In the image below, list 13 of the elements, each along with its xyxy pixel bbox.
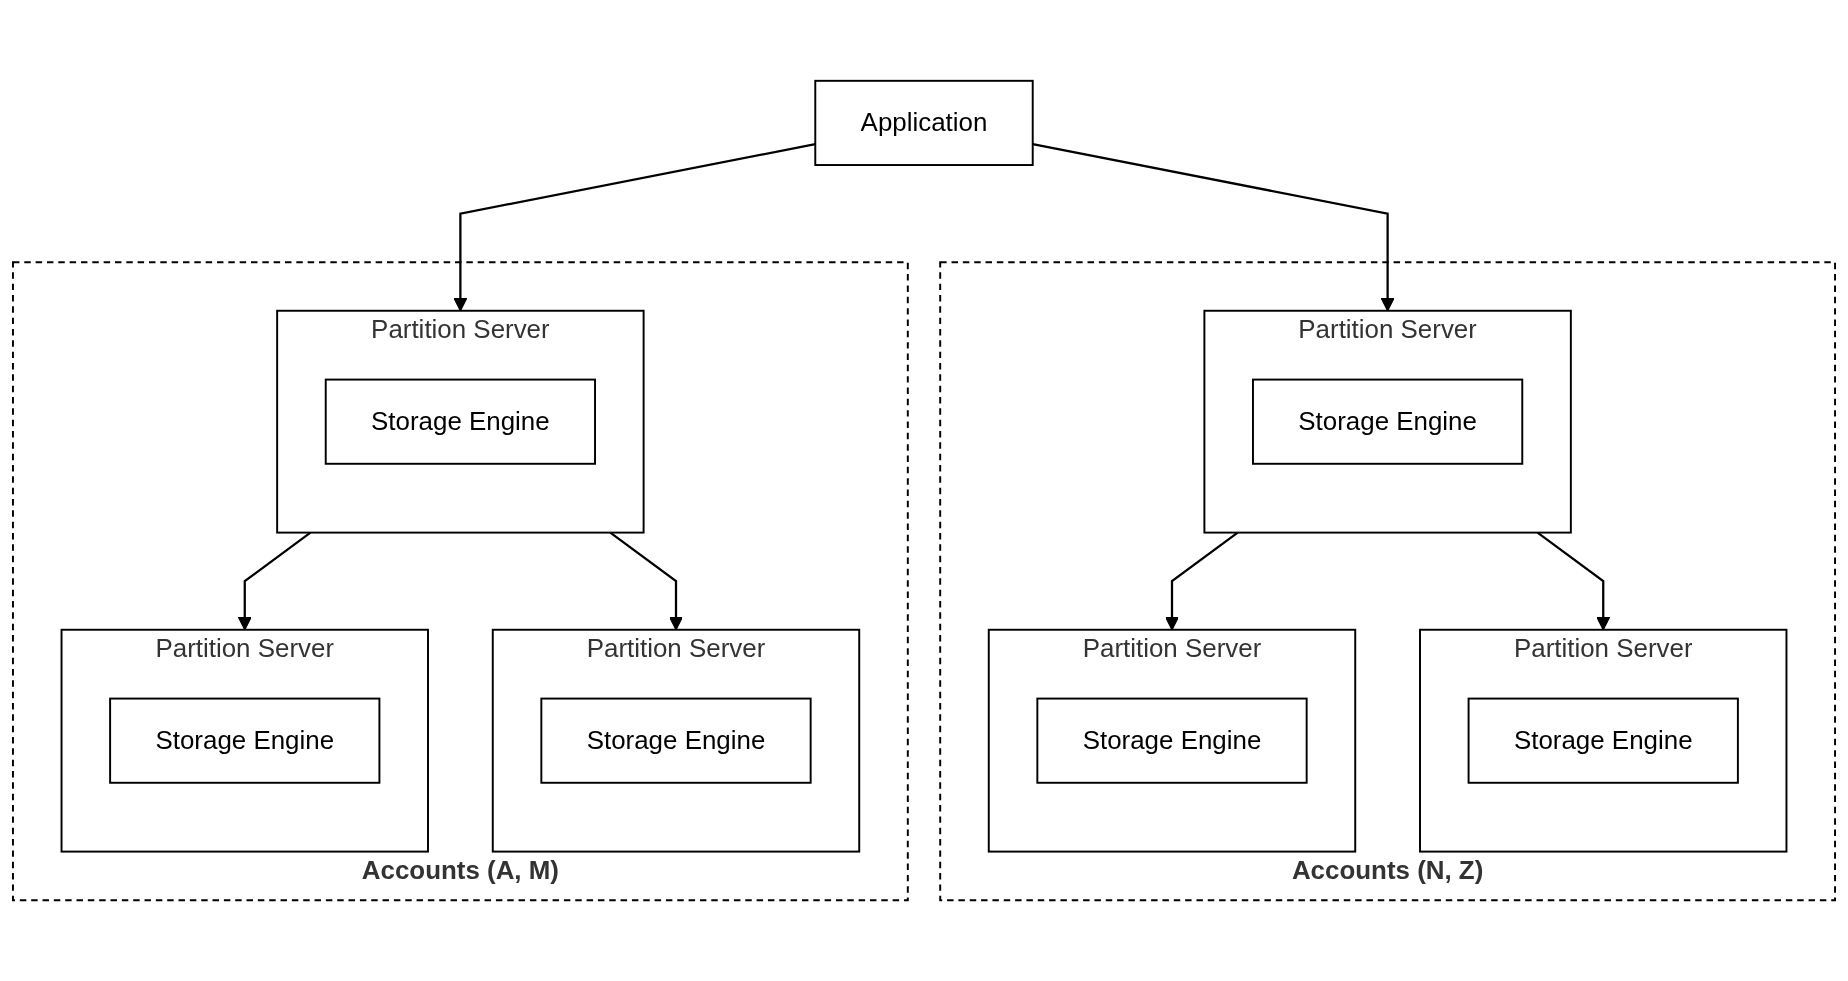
node-box: Storage Engine [1036, 697, 1308, 784]
arrow [1164, 531, 1239, 631]
node-box: Storage Engine [1467, 697, 1739, 784]
arrow [453, 143, 816, 312]
node-box: Application [814, 79, 1034, 166]
node-box: Storage Engine [540, 697, 812, 784]
node-box: Storage Engine [109, 697, 381, 784]
arrow [237, 531, 312, 631]
arrow [1032, 143, 1395, 312]
arrow [609, 531, 684, 631]
node-box: Storage Engine [324, 378, 596, 465]
node-box: Storage Engine [1252, 378, 1524, 465]
arrow [1536, 531, 1611, 631]
